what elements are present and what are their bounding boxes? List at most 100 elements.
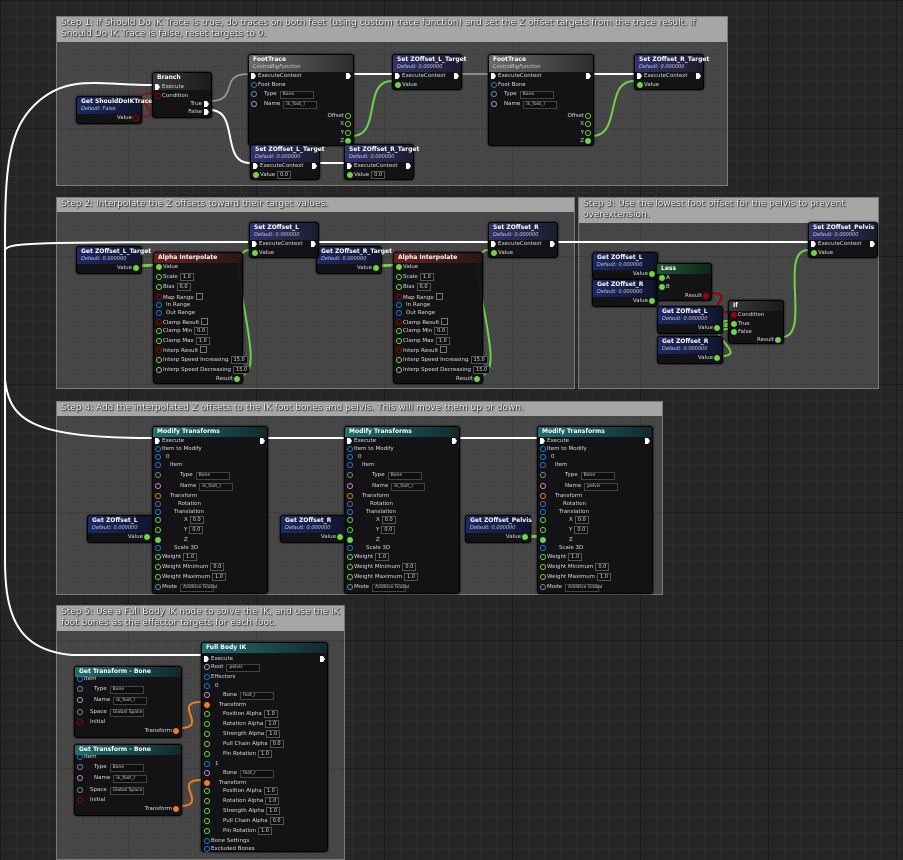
alpha-interpolate-left-value-1[interactable]: 1.0 bbox=[179, 273, 194, 281]
modify-transforms-foot-r-pin-5[interactable] bbox=[347, 472, 353, 478]
alpha-interpolate-right-checkbox-6[interactable] bbox=[441, 318, 449, 325]
full-body-ik-pin-2[interactable] bbox=[204, 664, 210, 670]
get-zoffset-r-c-pin-0[interactable] bbox=[337, 534, 343, 540]
xf-wire-foot-l[interactable] bbox=[179, 701, 202, 729]
full-body-ik-value-8[interactable]: 1.0 bbox=[265, 720, 280, 728]
full-body-ik-pin-21[interactable] bbox=[204, 846, 210, 852]
alpha-interpolate-right-value-2[interactable]: 0.0 bbox=[416, 283, 431, 291]
modify-transforms-foot-l-value-16[interactable]: 1.0 bbox=[212, 573, 226, 581]
alpha-interpolate-left-pin-4[interactable] bbox=[156, 302, 162, 308]
modify-transforms-foot-r-pin-11[interactable] bbox=[347, 527, 353, 533]
if-node-pin-3[interactable] bbox=[775, 337, 781, 343]
full-body-ik-pin-7[interactable] bbox=[204, 711, 210, 717]
full-body-ik-pin-9[interactable] bbox=[204, 731, 210, 737]
foot-trace-left-pin-0[interactable] bbox=[251, 73, 256, 79]
alpha-interpolate-left-checkbox-3[interactable] bbox=[195, 293, 203, 300]
modify-transforms-pelvis-value-10[interactable]: 0.0 bbox=[574, 516, 589, 524]
alpha-interpolate-left-value-10[interactable]: 15.0 bbox=[230, 356, 248, 364]
set-zoffset-l-pin-1[interactable] bbox=[311, 241, 316, 247]
modify-transforms-pelvis-pin-0[interactable] bbox=[540, 438, 545, 444]
less-node-pin-2[interactable] bbox=[703, 293, 709, 299]
less-node-pin-0[interactable] bbox=[659, 275, 665, 281]
full-body-ik-dropdown-5[interactable]: foot_l bbox=[240, 692, 275, 700]
set-zoffset-l-target-reset-pin-1[interactable] bbox=[312, 163, 317, 169]
modify-transforms-foot-r-dropdown-6[interactable]: ik_foot_r bbox=[391, 483, 426, 491]
set-zoffset-r-target-reset-pin-0[interactable] bbox=[347, 163, 352, 169]
modify-transforms-pelvis-value-15[interactable]: 0.0 bbox=[595, 563, 610, 571]
modify-transforms-pelvis-value-16[interactable]: 1.0 bbox=[597, 573, 611, 581]
foot-trace-right-dropdown-4[interactable]: ik_foot_r bbox=[523, 101, 558, 109]
full-body-ik-pin-0[interactable] bbox=[204, 656, 209, 662]
alpha-interpolate-left-pin-6[interactable] bbox=[156, 319, 162, 325]
modify-transforms-pelvis-pin-8[interactable] bbox=[540, 501, 546, 507]
modify-transforms-foot-r-pin-3[interactable] bbox=[347, 454, 353, 460]
get-transform-bone-l-pin-4[interactable] bbox=[77, 719, 83, 725]
modify-transforms-pelvis-dropdown-5[interactable]: Bone bbox=[580, 472, 615, 480]
alpha-interpolate-left-value-11[interactable]: 15.0 bbox=[233, 366, 251, 374]
get-transform-bone-l-pin-1[interactable] bbox=[77, 686, 83, 692]
branch-node-pin-0[interactable] bbox=[155, 84, 160, 90]
modify-transforms-pelvis-header[interactable]: Modify Transforms bbox=[538, 427, 652, 437]
modify-transforms-pelvis-pin-1[interactable] bbox=[645, 438, 650, 444]
modify-transforms-foot-r-pin-2[interactable] bbox=[347, 446, 353, 452]
alpha-interpolate-right-pin-6[interactable] bbox=[396, 319, 402, 325]
get-zoffset-l-b-pin-0[interactable] bbox=[714, 325, 720, 331]
modify-transforms-pelvis-pin-14[interactable] bbox=[540, 554, 546, 560]
exec-wire-step4[interactable] bbox=[4, 379, 153, 439]
modify-transforms-pelvis-pin-5[interactable] bbox=[540, 472, 546, 478]
alpha-interpolate-left-pin-0[interactable] bbox=[156, 264, 162, 270]
alpha-interpolate-right-pin-5[interactable] bbox=[396, 310, 402, 316]
foot-trace-left-pin-3[interactable] bbox=[251, 91, 257, 97]
full-body-ik-pin-17[interactable] bbox=[204, 808, 210, 814]
modify-transforms-foot-l-pin-7[interactable] bbox=[155, 493, 161, 499]
modify-transforms-foot-r-dropdown-17[interactable]: Additive Global bbox=[372, 584, 409, 592]
foot-trace-left-pin-8[interactable] bbox=[345, 138, 351, 144]
get-transform-bone-r-pin-0[interactable] bbox=[77, 754, 83, 760]
full-body-ik-pin-16[interactable] bbox=[204, 798, 210, 804]
full-body-ik-pin-14[interactable] bbox=[204, 780, 210, 786]
modify-transforms-foot-l-pin-15[interactable] bbox=[155, 564, 161, 570]
modify-transforms-pelvis-pin-4[interactable] bbox=[540, 462, 546, 468]
modify-transforms-foot-r-pin-0[interactable] bbox=[347, 438, 352, 444]
float-wire-l-z[interactable] bbox=[351, 80, 393, 137]
modify-transforms-foot-l-dropdown-5[interactable]: Bone bbox=[195, 472, 230, 480]
modify-transforms-foot-l-dropdown-6[interactable]: ik_foot_l bbox=[199, 483, 234, 491]
foot-trace-right-pin-2[interactable] bbox=[491, 82, 497, 88]
foot-trace-left-pin-4[interactable] bbox=[251, 101, 257, 107]
alpha-interpolate-right-pin-7[interactable] bbox=[396, 328, 402, 334]
alpha-interpolate-right-pin-3[interactable] bbox=[396, 294, 402, 300]
branch-node-pin-1[interactable] bbox=[155, 93, 161, 99]
modify-transforms-foot-r-pin-10[interactable] bbox=[347, 517, 353, 523]
modify-transforms-foot-l-pin-10[interactable] bbox=[155, 517, 161, 523]
modify-transforms-pelvis-dropdown-17[interactable]: Additive Global bbox=[565, 584, 602, 592]
modify-transforms-foot-r-value-10[interactable]: 0.0 bbox=[381, 516, 396, 524]
modify-transforms-pelvis-pin-11[interactable] bbox=[540, 527, 546, 533]
foot-trace-right-pin-1[interactable] bbox=[586, 73, 591, 79]
modify-transforms-foot-r-pin-1[interactable] bbox=[452, 438, 457, 444]
full-body-ik-dropdown-2[interactable]: pelvis bbox=[226, 664, 261, 672]
float-wire-r-target[interactable] bbox=[379, 264, 394, 267]
get-zoffset-r-a-pin-0[interactable] bbox=[649, 298, 655, 304]
modify-transforms-foot-r-pin-13[interactable] bbox=[347, 545, 353, 551]
full-body-ik-pin-19[interactable] bbox=[204, 828, 210, 834]
get-transform-bone-r-dropdown-2[interactable]: ik_foot_r bbox=[113, 775, 148, 783]
modify-transforms-pelvis-pin-13[interactable] bbox=[540, 545, 546, 551]
foot-trace-left-dropdown-3[interactable]: Bone bbox=[279, 91, 314, 99]
get-transform-bone-l-pin-0[interactable] bbox=[77, 676, 83, 682]
get-zoffset-l-c-pin-0[interactable] bbox=[144, 534, 150, 540]
